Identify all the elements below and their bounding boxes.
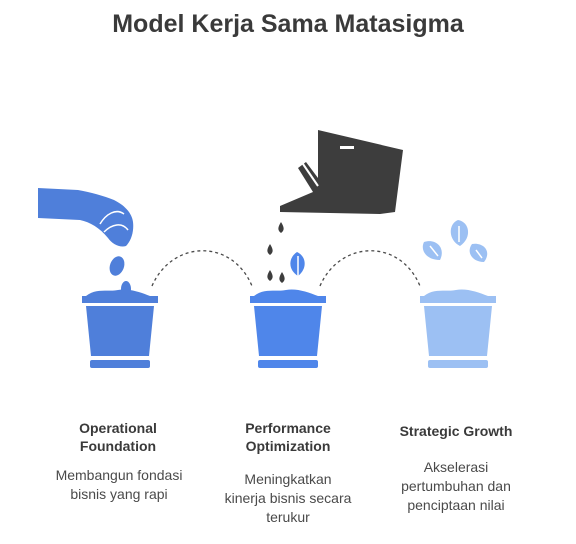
water-drop-icon — [267, 270, 273, 281]
stage-desc-line: penciptaan nilai — [407, 497, 505, 513]
stage-title-line: Optimization — [245, 438, 331, 454]
sprout-icon — [290, 252, 305, 276]
leaf-icon — [422, 220, 488, 262]
stage-desc-line: Membangun fondasi — [55, 467, 183, 483]
seed-icon — [109, 256, 125, 276]
pot-icon — [250, 289, 326, 368]
water-drop-icon — [279, 272, 285, 283]
water-drop-icon — [278, 222, 284, 233]
stage-title-line: Strategic Growth — [399, 423, 513, 439]
stage-desc-line: Akselerasi — [423, 459, 489, 475]
stage-desc-line: Meningkatkan — [244, 471, 332, 487]
stage-title-performance-optimization: Performance Optimization — [203, 419, 373, 455]
page-title: Model Kerja Sama Matasigma — [112, 10, 464, 38]
dashed-arrow — [319, 250, 421, 287]
stage-desc-line: pertumbuhan dan — [401, 478, 511, 494]
stage-desc-strategic-growth: Akselerasi pertumbuhan dan penciptaan ni… — [366, 458, 546, 515]
pot-icon — [420, 289, 496, 368]
stage-title-operational-foundation: Operational Foundation — [33, 419, 203, 455]
stage-desc-line: terukur — [266, 509, 310, 525]
water-drop-icon — [267, 244, 273, 255]
stage-desc-line: bisnis yang rapi — [70, 486, 168, 502]
stage-desc-performance-optimization: Meningkatkan kinerja bisnis secara teruk… — [198, 470, 378, 527]
stage-title-line: Foundation — [79, 438, 157, 454]
hand-icon — [38, 188, 134, 247]
stage-title-line: Operational — [79, 420, 157, 436]
watering-can-icon — [280, 130, 403, 214]
dashed-arrow — [151, 250, 253, 287]
stage-title-strategic-growth: Strategic Growth — [371, 422, 541, 440]
pot-icon — [82, 289, 158, 368]
stage-desc-line: kinerja bisnis secara — [224, 490, 352, 506]
stage-title-line: Performance — [245, 420, 331, 436]
stage-desc-operational-foundation: Membangun fondasi bisnis yang rapi — [29, 466, 209, 504]
